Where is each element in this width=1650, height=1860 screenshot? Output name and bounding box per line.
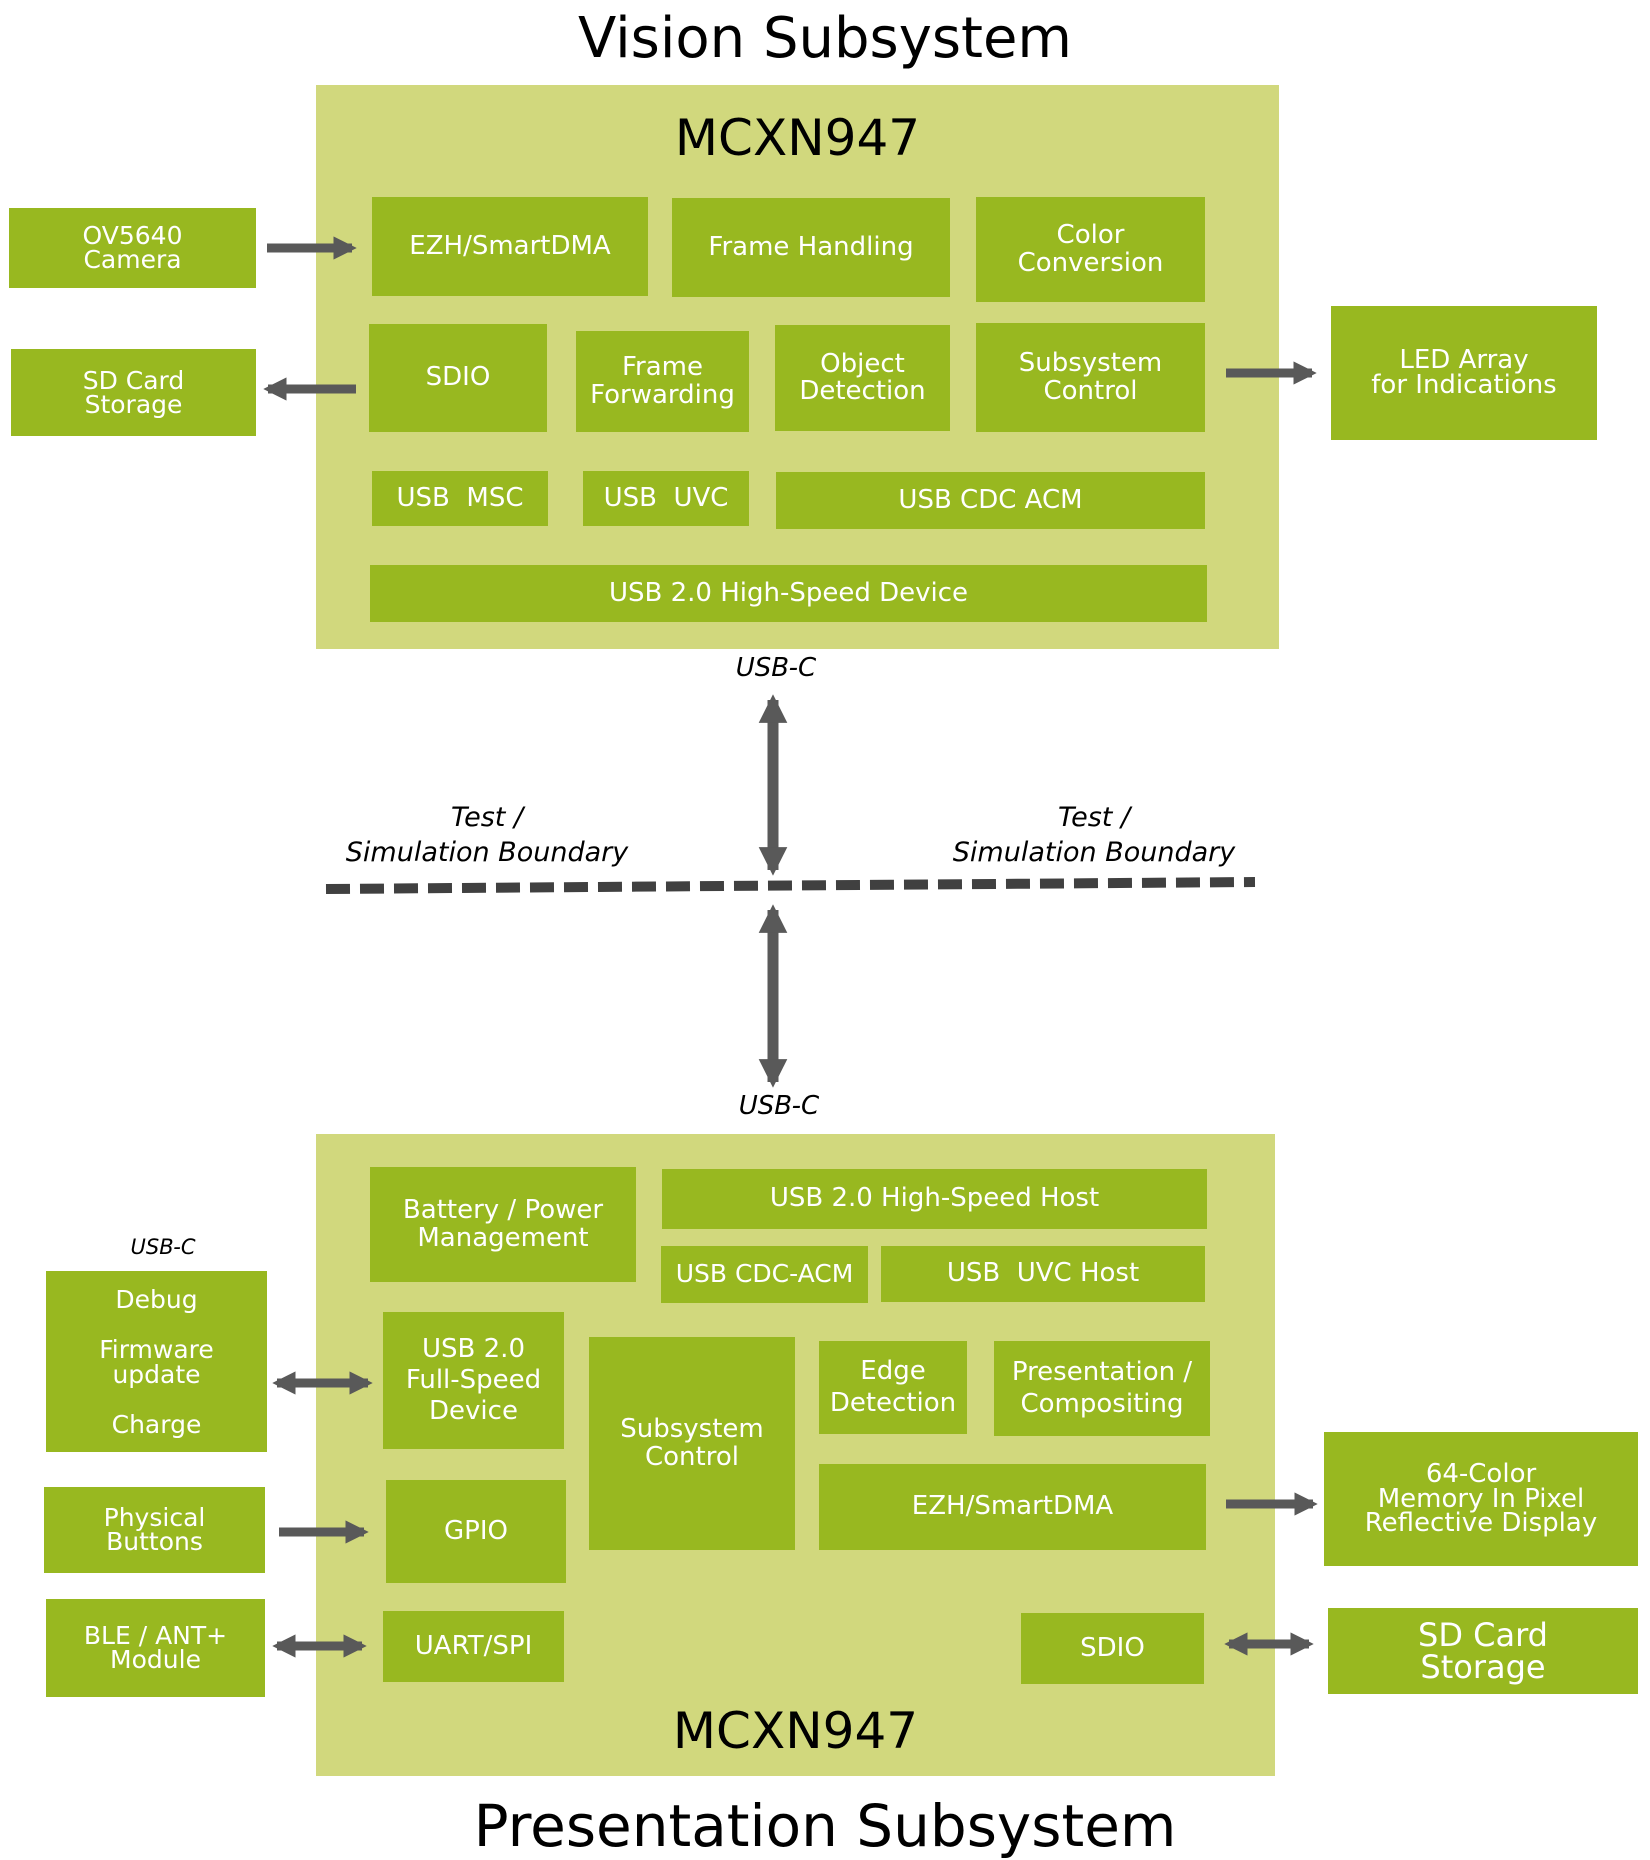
presentation-uart-spi: UART/SPI bbox=[383, 1611, 564, 1682]
usb-c-label-top: USB-C bbox=[735, 653, 817, 683]
led-array: LED Array for Indications bbox=[1331, 306, 1597, 440]
presentation-chip-label: MCXN947 bbox=[672, 1702, 919, 1760]
vision-object-detection: Object Detection bbox=[775, 325, 950, 431]
usb-c-label-bottom: USB-C bbox=[738, 1091, 820, 1121]
presentation-sdio: SDIO bbox=[1021, 1613, 1204, 1684]
presentation-usb-hs-host: USB 2.0 High-Speed Host bbox=[662, 1169, 1207, 1229]
vision-usb-hs-device: USB 2.0 High-Speed Device bbox=[370, 565, 1207, 622]
edge-detection: Edge Detection bbox=[819, 1341, 967, 1434]
boundary-label-right: Test / Simulation Boundary bbox=[952, 802, 1236, 869]
presentation-usb-cdc-acm: USB CDC-ACM bbox=[661, 1246, 868, 1303]
ov5640-camera: OV5640 Camera bbox=[9, 208, 256, 288]
vision-sdio: SDIO bbox=[369, 324, 547, 432]
vision-sd-card-storage: SD Card Storage bbox=[11, 349, 256, 436]
vision-frame-handling: Frame Handling bbox=[672, 198, 950, 297]
presentation-usb-fs-device: USB 2.0 Full-Speed Device bbox=[383, 1312, 564, 1449]
ble-ant-module: BLE / ANT+ Module bbox=[46, 1599, 265, 1697]
presentation-sd-card-storage: SD Card Storage bbox=[1328, 1608, 1638, 1694]
vision-subsystem-control: Subsystem Control bbox=[976, 323, 1205, 432]
presentation-compositing: Presentation / Compositing bbox=[994, 1341, 1210, 1436]
vision-usb-msc: USB MSC bbox=[372, 471, 548, 526]
vision-color-conversion: Color Conversion bbox=[976, 197, 1205, 302]
presentation-gpio: GPIO bbox=[386, 1480, 566, 1583]
presentation-ezh-smartdma: EZH/SmartDMA bbox=[819, 1464, 1206, 1550]
usb-c-label-debug: USB-C bbox=[130, 1235, 196, 1259]
vision-ezh-smartdma: EZH/SmartDMA bbox=[372, 197, 648, 296]
boundary-label-left: Test / Simulation Boundary bbox=[345, 802, 629, 869]
vision-usb-uvc: USB UVC bbox=[583, 471, 749, 526]
vision-frame-forwarding: Frame Forwarding bbox=[576, 331, 749, 432]
debug-firmware-charge: Debug Firmware update Charge bbox=[46, 1271, 267, 1452]
presentation-usb-uvc-host: USB UVC Host bbox=[881, 1246, 1205, 1302]
vision-usb-cdc-acm: USB CDC ACM bbox=[776, 472, 1205, 529]
vision-subsystem-title: Vision Subsystem bbox=[578, 6, 1072, 71]
physical-buttons: Physical Buttons bbox=[44, 1487, 265, 1573]
presentation-subsystem-title: Presentation Subsystem bbox=[473, 1792, 1177, 1860]
vision-chip-label: MCXN947 bbox=[674, 109, 921, 167]
reflective-display: 64-Color Memory In Pixel Reflective Disp… bbox=[1324, 1432, 1638, 1566]
presentation-subsystem-control: Subsystem Control bbox=[589, 1337, 795, 1550]
battery-power-management: Battery / Power Management bbox=[370, 1167, 636, 1282]
test-simulation-boundary-line bbox=[325, 877, 1256, 894]
